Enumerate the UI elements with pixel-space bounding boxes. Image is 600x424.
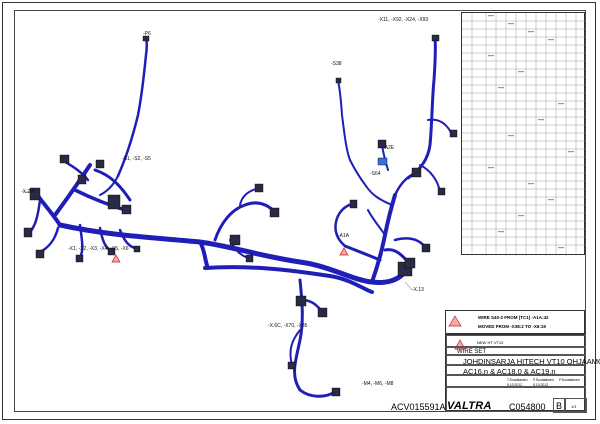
revision-table-grid xyxy=(462,13,586,256)
label-m4: -M4, -M6, -M8 xyxy=(362,381,394,387)
revision-note-line2: MOVED FROM -X38:2 TO -X6:19 xyxy=(478,324,546,329)
tb-project-cell: NEW HT VT10 xyxy=(446,335,586,347)
label-s1: -S1, -S2, -S5 xyxy=(122,156,151,162)
tb-date1: 5.10.2012 xyxy=(507,383,523,387)
tb-approver: P.Suutalainen xyxy=(559,378,580,382)
label-x11: -X11, -X92, -X24, -X93 xyxy=(378,17,429,23)
tb-date2: 5.10.2012 xyxy=(533,383,549,387)
tb-sheet: 1/1 xyxy=(571,404,577,409)
label-a2e: -A2E xyxy=(383,145,395,151)
tb-title: JOHDINSARJA HITECH VT10 OHJAAMO xyxy=(463,357,600,366)
tb-label-cell: WIRE SET xyxy=(446,347,586,355)
tb-sheet-cell: 1/1 xyxy=(565,398,587,413)
tb-subtitle-cell: AC16.n & AC18.0 & AC19.n xyxy=(446,365,586,376)
tb-bottom-row: ACV015591A VALTRA C054800 B 1/1 xyxy=(391,387,587,413)
tb-project: NEW HT VT10 xyxy=(477,340,504,345)
valtra-logo: VALTRA xyxy=(447,400,492,412)
inner-frame xyxy=(14,10,586,412)
label-p6: -P6 xyxy=(143,31,151,37)
outer-frame xyxy=(2,2,596,420)
branch-x11 xyxy=(406,36,437,180)
label-x2m: -X.2M xyxy=(21,189,35,195)
title-block: NEW HT VT10 WIRE SET JOHDINSARJA HITECH … xyxy=(391,334,600,413)
tb-rev-cell: B xyxy=(553,398,565,413)
label-x1: -X1, -X2, -X3, -X4, -X5, -X6 xyxy=(68,246,129,252)
tb-label: WIRE SET xyxy=(457,349,487,355)
a2e-module xyxy=(377,157,388,166)
tb-signatures-cell: T.Suutalainen P.Suutalainen P.Suutalaine… xyxy=(446,375,586,387)
label-x6c: -X.6C, -X70, -X35 xyxy=(268,323,308,329)
right-cluster xyxy=(370,193,397,284)
label-a1a: -A1A xyxy=(338,233,350,239)
tb-designer: T.Suutalainen xyxy=(507,378,528,382)
tb-subtitle: AC16.n & AC18.0 & AC19.n xyxy=(463,367,556,376)
label-x13: -X.13 xyxy=(412,287,424,293)
revision-note-box: WIRE S40-2 FROM (TC1) -A1A:42 MOVED FROM… xyxy=(445,310,585,334)
branch-p6 xyxy=(116,36,148,178)
label-s38: -S38 xyxy=(331,61,342,67)
tb-revision: B xyxy=(556,401,563,411)
main-trunk-lower xyxy=(203,265,374,294)
main-trunk xyxy=(57,222,408,285)
tb-drawing-no: ACV015591A xyxy=(391,402,446,412)
revision-table xyxy=(461,12,586,256)
tb-checker: P.Suutalainen xyxy=(533,378,554,382)
tb-title-cell: JOHDINSARJA HITECH VT10 OHJAAMO xyxy=(446,355,600,366)
tb-part-no: C054800 xyxy=(509,402,546,412)
label-s64: -S64 xyxy=(370,171,381,177)
revision-note-line1: WIRE S40-2 FROM (TC1) -A1A:42 xyxy=(478,315,549,320)
connector-blocks xyxy=(23,34,458,397)
